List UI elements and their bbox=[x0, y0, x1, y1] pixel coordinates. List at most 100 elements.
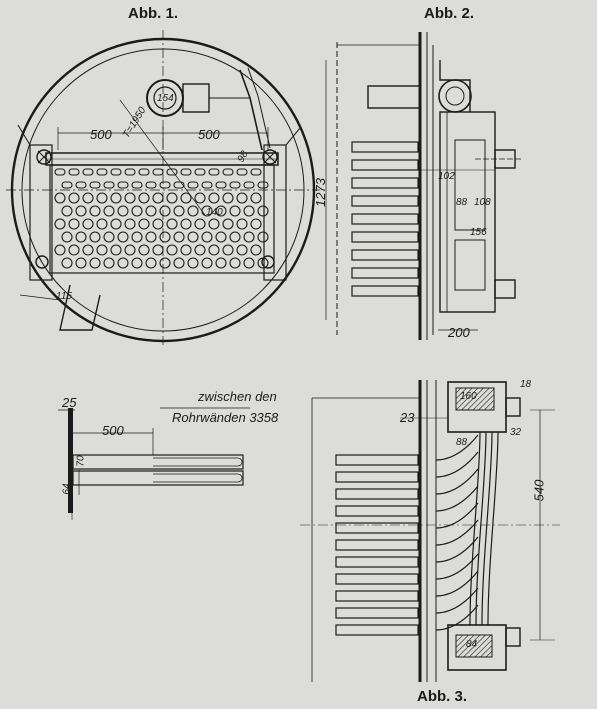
tube-lower bbox=[72, 470, 244, 486]
fig3-tube-ends bbox=[335, 434, 479, 636]
tube-hole bbox=[194, 168, 206, 176]
tube-hole bbox=[250, 218, 262, 230]
tube-end bbox=[335, 454, 419, 466]
tube-hole bbox=[222, 192, 234, 204]
tube-end bbox=[335, 590, 419, 602]
tube-hole bbox=[131, 231, 143, 243]
tube-end bbox=[351, 141, 419, 153]
tube-hole bbox=[89, 205, 101, 217]
fig2-tube-ends bbox=[351, 141, 419, 297]
detail-dim-len: 500 bbox=[102, 423, 124, 438]
tube-hole bbox=[243, 205, 255, 217]
fig2-dim-b: 88 bbox=[456, 197, 468, 208]
tube-end bbox=[335, 488, 419, 500]
tube-end bbox=[335, 539, 419, 551]
fig2-dim-a: 102 bbox=[438, 171, 455, 182]
tube-hole bbox=[96, 192, 108, 204]
tube-hole bbox=[82, 218, 94, 230]
fig3-dim-23: 23 bbox=[400, 410, 415, 425]
tube-hole bbox=[54, 192, 66, 204]
fig2-inner-box bbox=[454, 139, 486, 231]
fig3-dim-540: 540 bbox=[531, 479, 547, 502]
tube-hole bbox=[187, 205, 199, 217]
tube-hole bbox=[82, 192, 94, 204]
tube-hole bbox=[180, 218, 192, 230]
tube-hole bbox=[152, 168, 164, 176]
tube-hole bbox=[236, 218, 248, 230]
tube-hole bbox=[159, 231, 171, 243]
tube-hole bbox=[229, 205, 241, 217]
tube-end bbox=[351, 159, 419, 171]
tube-hole bbox=[257, 231, 269, 243]
tube-hole bbox=[96, 168, 108, 176]
fig2-dim-c: 108 bbox=[474, 197, 491, 208]
tube-hole bbox=[61, 257, 73, 269]
tube-bend bbox=[435, 519, 479, 546]
tube-hole bbox=[215, 231, 227, 243]
tube-hole bbox=[201, 231, 213, 243]
tube-hole bbox=[194, 192, 206, 204]
tube-hole bbox=[103, 181, 115, 189]
tube-hole bbox=[117, 257, 129, 269]
tube-hole bbox=[257, 205, 269, 217]
tube-end bbox=[351, 177, 419, 189]
tube-hole bbox=[124, 244, 136, 256]
tube-hole bbox=[173, 181, 185, 189]
tube-hole bbox=[75, 181, 87, 189]
tube-bend bbox=[435, 434, 479, 461]
fig1-dim-left: 500 bbox=[90, 127, 112, 142]
tube-hole bbox=[243, 181, 255, 189]
tube-hole bbox=[145, 231, 157, 243]
tube-hole bbox=[222, 244, 234, 256]
tube-hole bbox=[187, 181, 199, 189]
tube-end bbox=[335, 556, 419, 568]
detail-note-2: Rohrwänden 3358 bbox=[172, 410, 279, 425]
tube-hole bbox=[138, 218, 150, 230]
tube-hole bbox=[103, 257, 115, 269]
tube-end bbox=[335, 505, 419, 517]
fig1-left-bolt bbox=[35, 149, 278, 269]
tube-end bbox=[335, 522, 419, 534]
tube-hole bbox=[243, 257, 255, 269]
fig3-bottom-header bbox=[447, 624, 507, 671]
fig1-boiler-section bbox=[6, 30, 320, 345]
tube-bend bbox=[435, 468, 479, 495]
tube-hole bbox=[138, 192, 150, 204]
tube-hole bbox=[215, 257, 227, 269]
tube-hole bbox=[82, 244, 94, 256]
tube-hole bbox=[131, 205, 143, 217]
tube-hole bbox=[194, 218, 206, 230]
tube-hole bbox=[180, 192, 192, 204]
tube-hole bbox=[166, 244, 178, 256]
tube-hole bbox=[222, 218, 234, 230]
tube-end bbox=[335, 573, 419, 585]
tube-hole bbox=[68, 244, 80, 256]
tube-hole bbox=[103, 205, 115, 217]
tube-hole bbox=[131, 257, 143, 269]
tube-hole bbox=[208, 192, 220, 204]
fig1-right-bracket bbox=[263, 144, 287, 281]
tube-hole bbox=[236, 168, 248, 176]
fig1-left-bracket bbox=[29, 144, 53, 281]
tube-hole bbox=[152, 218, 164, 230]
tube-hole bbox=[110, 244, 122, 256]
tube-plate bbox=[68, 408, 73, 513]
tube-hole bbox=[96, 244, 108, 256]
tube-end bbox=[351, 267, 419, 279]
tube-hole bbox=[124, 168, 136, 176]
tube-hole bbox=[145, 257, 157, 269]
fig2-dim-base: 200 bbox=[448, 325, 470, 340]
fig-bottom-left-tube-detail bbox=[58, 407, 250, 520]
fig3-dim-32: 32 bbox=[510, 427, 522, 438]
fig2-header bbox=[439, 111, 496, 313]
tube-hole bbox=[61, 231, 73, 243]
tube-hole bbox=[54, 218, 66, 230]
tube-end bbox=[351, 195, 419, 207]
tube-hole bbox=[152, 244, 164, 256]
tube-hole bbox=[110, 192, 122, 204]
tube-hole bbox=[159, 257, 171, 269]
fig3-dim-84: 84 bbox=[466, 639, 478, 650]
fig3-dim-88: 88 bbox=[456, 437, 468, 448]
